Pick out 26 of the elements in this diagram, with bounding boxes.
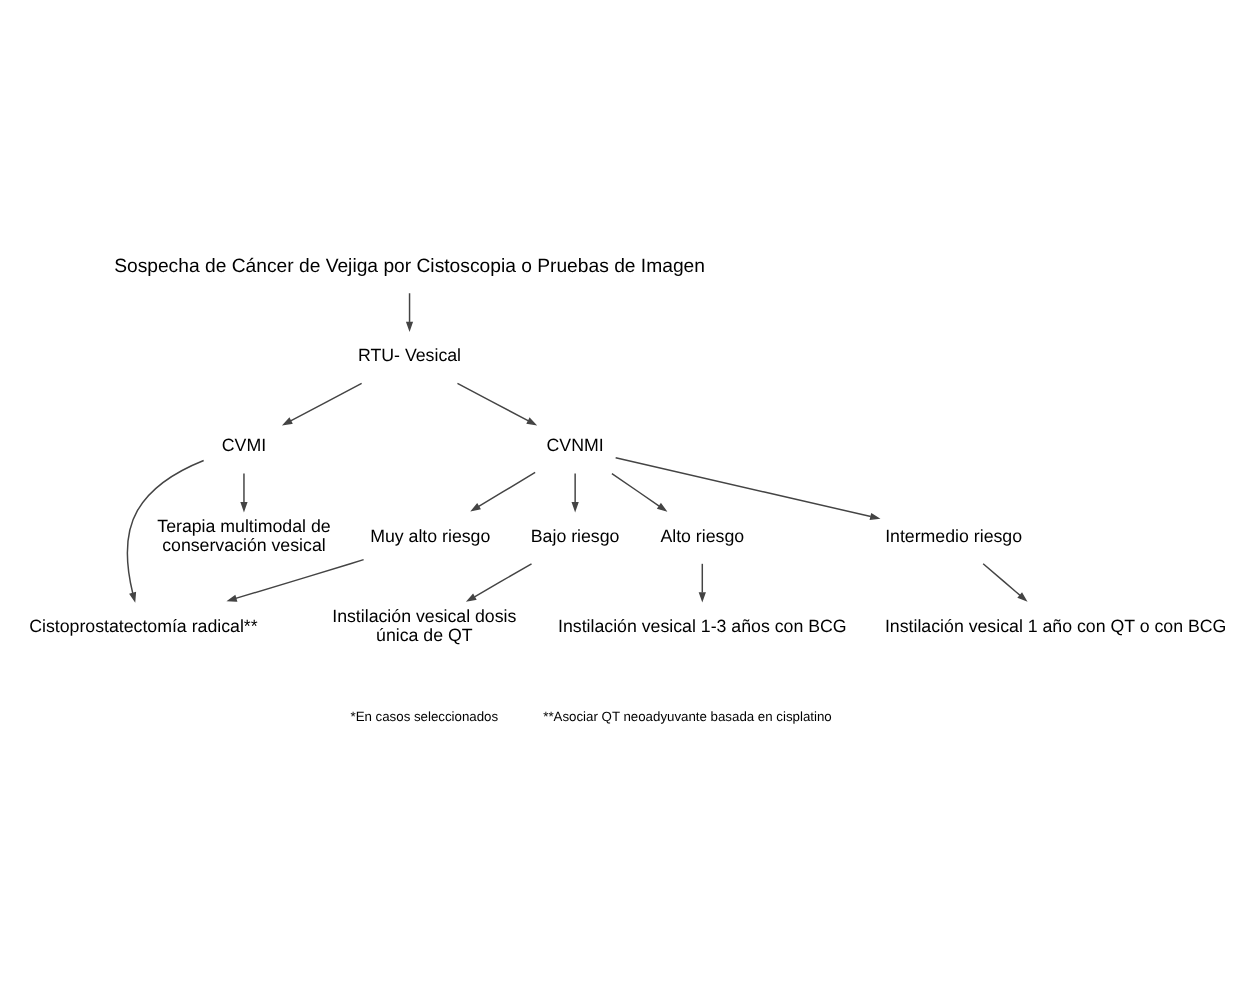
arrow [465,563,533,602]
arrow [698,563,706,603]
node-text: CVMI [221,435,267,456]
arrow [226,558,365,602]
node-text: RTU- Vesical [358,345,462,366]
arrow [611,472,668,512]
node-text: Alto riesgo [660,525,745,546]
arrow [470,471,536,512]
arrow [240,472,248,513]
node-text: Intermedio riesgo [885,525,1023,546]
node-text: Muy alto riesgo [370,525,491,546]
node-text: Instilación vesical 1-3 años con BCG [558,615,847,636]
arrow [571,472,579,513]
node-text: Instilación vesical dosis única de QT [332,606,517,646]
arrow [126,459,205,603]
arrow [982,563,1028,602]
arrow [614,456,881,520]
arrow [456,382,538,426]
arrow [405,292,414,332]
node-text: Bajo riesgo [530,525,620,546]
arrow [281,382,363,426]
node-text: Sospecha de Cáncer de Vejiga por Cistoscopia o Pruebas de Imagen [114,255,705,278]
node-text: Instilación vesical 1 año con QT o con BCG [884,615,1227,636]
node-text: Terapia multimodal de conservación vesical [157,516,331,556]
node-text: CVNMI [546,435,604,456]
node-text: Cistoprostatectomía radical** [29,615,258,636]
